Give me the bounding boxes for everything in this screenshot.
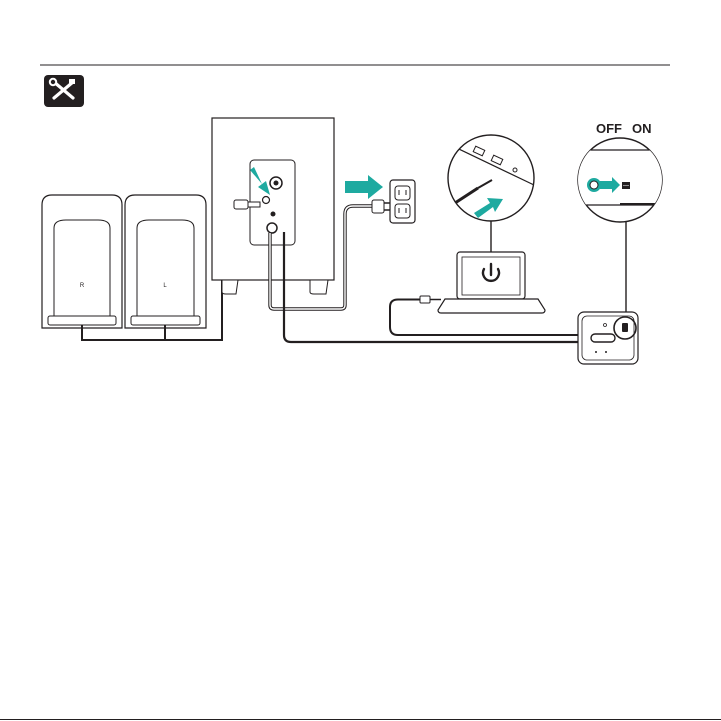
laptop-port-callout xyxy=(447,134,535,252)
power-switch-callout xyxy=(577,137,663,318)
speaker-left-label: L xyxy=(163,283,167,289)
headphone-jack xyxy=(590,333,616,343)
switch-off-label: OFF xyxy=(596,121,622,136)
control-cable xyxy=(282,232,579,344)
tools-icon xyxy=(44,75,84,107)
arrow-icon xyxy=(345,175,383,199)
speaker-plug xyxy=(233,199,261,210)
speaker-right: R xyxy=(41,194,123,329)
laptop xyxy=(437,251,546,314)
power-outlet-icon xyxy=(389,179,416,224)
power-switch-highlight xyxy=(613,316,637,340)
switch-on-label: ON xyxy=(632,121,652,136)
speaker-left: L xyxy=(124,194,207,329)
power-cord-port xyxy=(266,222,278,234)
control-pod xyxy=(577,311,639,365)
arrow-icon xyxy=(250,167,270,195)
speaker-input-jack xyxy=(261,195,271,205)
power-icon xyxy=(481,262,501,282)
audio-cable xyxy=(389,298,582,336)
arrow-icon xyxy=(474,198,503,218)
power-switch xyxy=(622,323,628,332)
arrow-icon xyxy=(600,177,620,193)
subwoofer xyxy=(211,117,335,295)
speaker-right-label: R xyxy=(80,283,85,289)
audio-jack-icon xyxy=(419,295,441,304)
